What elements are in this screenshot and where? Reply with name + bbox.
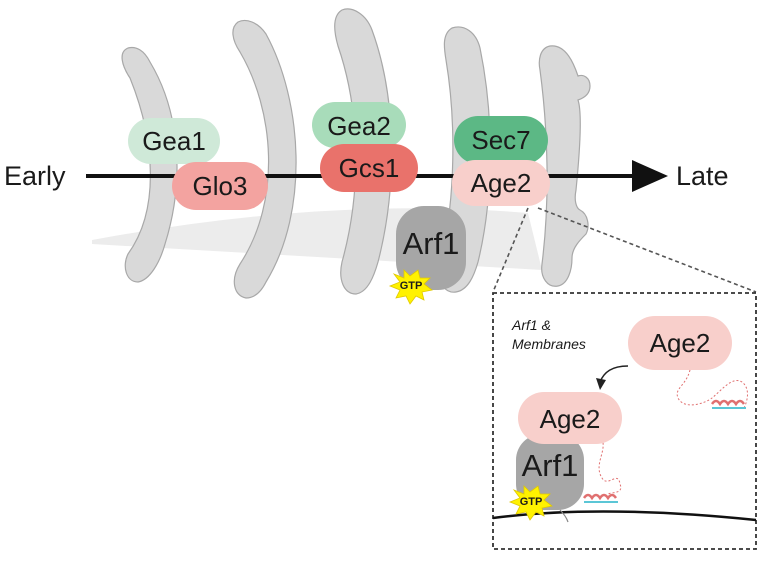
glo3-blob — [172, 162, 268, 210]
gea1-label: Gea1 — [142, 126, 206, 156]
inset-arf1-label: Arf1 — [522, 448, 579, 483]
inset-age2-bound-helix — [582, 493, 618, 501]
axis-end-label: Late — [676, 161, 729, 191]
cisterna-1 — [121, 46, 178, 283]
gcs1-blob — [320, 144, 418, 192]
sec7-label: Sec7 — [471, 125, 530, 155]
zoom-line-bottom — [492, 207, 529, 293]
inset-gtp-label: GTP — [520, 496, 543, 508]
inset-arf1-anchor — [559, 509, 569, 523]
inset-panel: Arf1 & Membranes Age2 Arf1 GTP Age2 — [492, 292, 757, 550]
age2-blob — [452, 160, 550, 206]
inset-curved-arrowhead — [596, 378, 606, 390]
inset-age2-bound-label: Age2 — [540, 404, 601, 434]
inset-age2-free-blob — [628, 316, 732, 370]
arf1-blob — [396, 206, 466, 290]
gtp-label: GTP — [400, 280, 423, 292]
gcs1-label: Gcs1 — [339, 153, 400, 183]
cisterna-2 — [232, 19, 297, 299]
inset-note-line1: Arf1 & — [511, 317, 551, 333]
cisterna-5 — [538, 45, 591, 287]
arf1-label: Arf1 — [403, 226, 460, 261]
axis-start-label: Early — [4, 161, 66, 191]
inset-note-line2: Membranes — [512, 336, 586, 352]
zoom-line-top — [537, 207, 757, 293]
inset-membrane — [492, 510, 757, 522]
gea1-blob — [128, 118, 220, 164]
inset-age2-bound-blob — [518, 392, 622, 444]
gea2-label: Gea2 — [327, 111, 391, 141]
axis-arrowhead — [632, 160, 668, 192]
gtp-star — [388, 269, 433, 305]
inset-age2-free-label: Age2 — [650, 328, 711, 358]
inset-age2-free-tail — [676, 369, 748, 409]
glo3-label: Glo3 — [193, 171, 248, 201]
inset-age2-free-helix — [710, 399, 746, 407]
age2-label: Age2 — [471, 168, 532, 198]
inset-gtp-star — [508, 485, 553, 521]
sec7-blob — [454, 116, 548, 164]
inset-age2-bound-tail — [597, 431, 622, 495]
gea2-blob — [312, 102, 406, 148]
